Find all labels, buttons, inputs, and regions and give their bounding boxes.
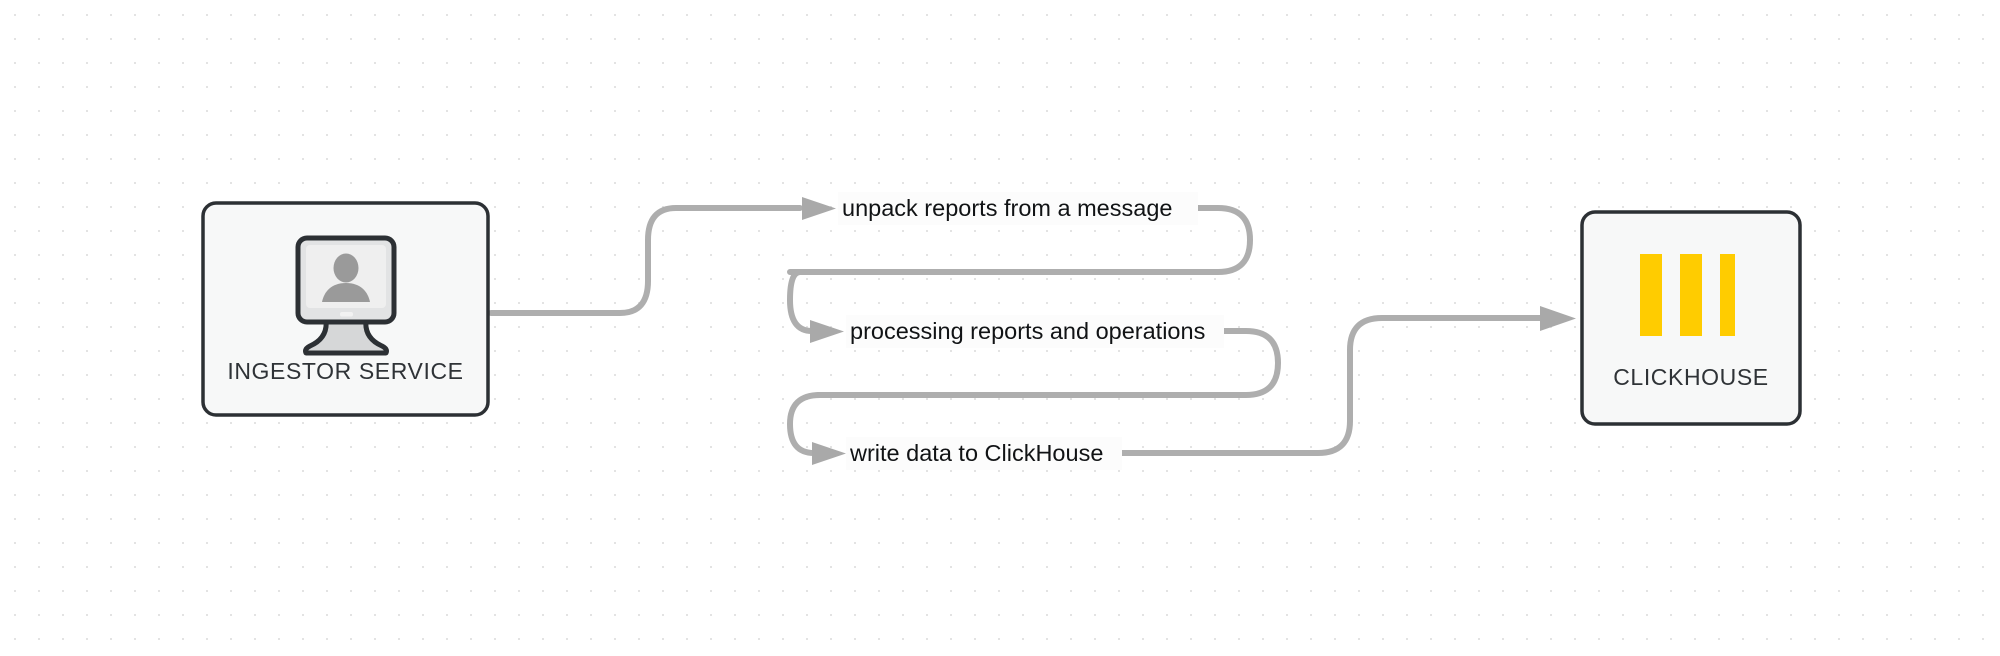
edge-label-group-write: write data to ClickHouse <box>846 437 1122 470</box>
edge-processing-path <box>787 269 821 334</box>
edge-unpack-return-path <box>787 205 1253 275</box>
edge-unpack[interactable] <box>488 197 836 316</box>
edge-write[interactable] <box>787 392 846 465</box>
edge-processing[interactable] <box>787 269 844 343</box>
edge-unpack-path <box>488 205 803 316</box>
edge-label-group-unpack: unpack reports from a message <box>838 192 1198 225</box>
monitor-person-silhouette <box>322 253 370 302</box>
monitor-stand <box>303 317 389 356</box>
clickhouse-node-label: CLICKHOUSE <box>1613 364 1769 390</box>
edge-unpack-return <box>787 205 1253 275</box>
edge-unpack-label: unpack reports from a message <box>842 195 1172 221</box>
edge-write-to-clickhouse <box>1117 306 1576 456</box>
edge-processing-return-path <box>815 328 1281 398</box>
edge-write-path <box>787 392 843 456</box>
clickhouse-bar-3 <box>1720 254 1735 336</box>
edge-write-to-clickhouse-path <box>1117 315 1543 456</box>
edge-processing-label-bg <box>846 315 1224 348</box>
monitor-led-dot <box>340 312 353 317</box>
clickhouse-bar-1 <box>1640 254 1662 336</box>
edge-processing-return <box>815 328 1281 398</box>
clickhouse-logo-icon <box>1640 254 1735 336</box>
ingestor-node-label: INGESTOR SERVICE <box>227 358 463 384</box>
edge-layer: unpack reports from a message processing… <box>488 192 1576 470</box>
node-clickhouse[interactable]: CLICKHOUSE <box>1580 210 1802 426</box>
monitor-user-icon <box>295 235 397 356</box>
clickhouse-bar-2 <box>1680 254 1702 336</box>
edge-unpack-arrowhead <box>802 197 836 220</box>
edge-write-label-bg <box>846 437 1122 470</box>
edge-clickhouse-arrowhead <box>1540 306 1576 331</box>
edge-unpack-label-bg <box>838 192 1198 225</box>
edge-processing-arrowhead <box>810 320 844 343</box>
edge-label-group-processing: processing reports and operations <box>846 315 1224 348</box>
edge-write-label: write data to ClickHouse <box>849 440 1103 466</box>
edge-write-arrowhead <box>812 442 846 465</box>
edge-processing-label: processing reports and operations <box>850 318 1205 344</box>
node-ingestor-service[interactable]: INGESTOR SERVICE <box>201 201 490 417</box>
